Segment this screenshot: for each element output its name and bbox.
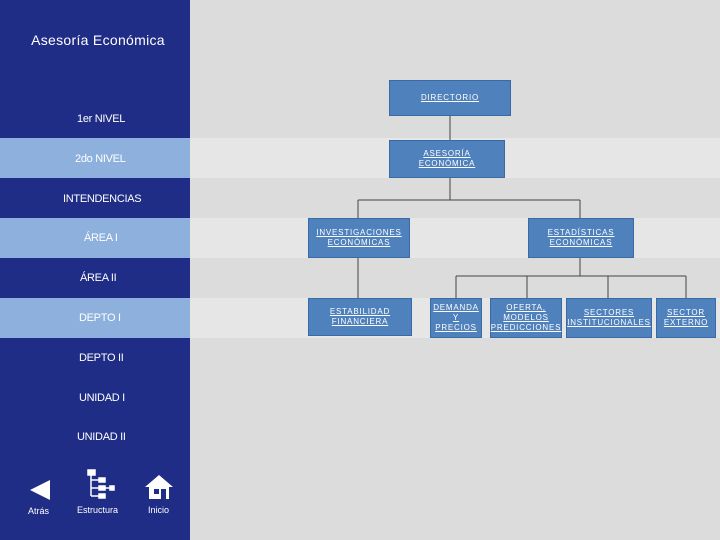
org-box-demanda-y-precios[interactable]: DEMANDA Y PRECIOS [430, 298, 482, 338]
org-box-label: DIRECTORIO [420, 93, 480, 102]
org-box-label: ESTABILIDAD [329, 307, 391, 316]
org-box-label: ECONÓMICAS [549, 238, 613, 247]
org-box-label: INVESTIGACIONES [316, 228, 402, 237]
org-box-label: INSTITUCIONALES [567, 318, 651, 327]
back-arrow-icon [30, 480, 50, 500]
back-button[interactable]: Atrás [24, 476, 56, 524]
level-1er-nivel[interactable]: 1er NIVEL [77, 113, 126, 125]
org-box-label: MODELOS [503, 313, 549, 322]
org-box-label: ASESORÍA [423, 149, 471, 158]
home-button[interactable]: Inicio [142, 474, 176, 520]
org-box-sector-externo[interactable]: SECTOR EXTERNO [656, 298, 716, 338]
level-unidad-1[interactable]: UNIDAD I [79, 392, 125, 404]
level-2do-nivel[interactable]: 2do NIVEL [75, 153, 126, 165]
org-box-label: DEMANDA [433, 303, 479, 312]
home-icon [145, 475, 173, 499]
org-box-oferta-modelos-predicciones[interactable]: OFERTA, MODELOS PREDICCIONES [490, 298, 562, 338]
level-depto-1[interactable]: DEPTO I [79, 312, 121, 324]
app-title: Asesoría Económica [31, 32, 165, 48]
sidebar [0, 0, 190, 540]
org-box-label: PRECIOS [435, 323, 477, 332]
structure-label: Estructura [77, 505, 119, 515]
structure-button[interactable]: Estructura [74, 468, 126, 520]
structure-tree-icon [87, 469, 115, 499]
org-box-investigaciones-economicas[interactable]: INVESTIGACIONES ECONÓMICAS [308, 218, 410, 258]
level-unidad-2[interactable]: UNIDAD II [77, 431, 126, 443]
sidebar-row-area-1[interactable] [0, 218, 190, 258]
sidebar-row-depto-1[interactable] [0, 298, 190, 338]
home-label: Inicio [148, 505, 170, 515]
back-label: Atrás [28, 506, 50, 516]
org-box-label: ECONÓMICA [418, 159, 476, 168]
sidebar-row-2do-nivel[interactable] [0, 138, 190, 178]
org-box-label: SECTOR [667, 308, 705, 317]
org-box-sectores-institucionales[interactable]: SECTORES INSTITUCIONALES [566, 298, 652, 338]
level-area-2[interactable]: ÁREA II [80, 272, 117, 284]
org-box-label: PREDICCIONES [490, 323, 562, 332]
level-intendencias[interactable]: INTENDENCIAS [63, 193, 142, 205]
level-area-1[interactable]: ÁREA I [84, 232, 118, 244]
level-depto-2[interactable]: DEPTO II [79, 352, 124, 364]
org-box-estabilidad-financiera[interactable]: ESTABILIDAD FINANCIERA [308, 298, 412, 336]
org-box-label: ESTADÍSTICAS [547, 228, 615, 237]
org-box-label: SECTORES [583, 308, 635, 317]
org-box-label: OFERTA, [506, 303, 546, 312]
org-box-label: EXTERNO [663, 318, 709, 327]
org-box-estadisticas-economicas[interactable]: ESTADÍSTICAS ECONÓMICAS [528, 218, 634, 258]
org-box-directorio[interactable]: DIRECTORIO [389, 80, 511, 116]
org-box-asesoria-economica[interactable]: ASESORÍA ECONÓMICA [389, 140, 505, 178]
org-box-label: Y [452, 313, 460, 322]
org-box-label: ECONÓMICAS [327, 238, 391, 247]
org-box-label: FINANCIERA [331, 317, 389, 326]
